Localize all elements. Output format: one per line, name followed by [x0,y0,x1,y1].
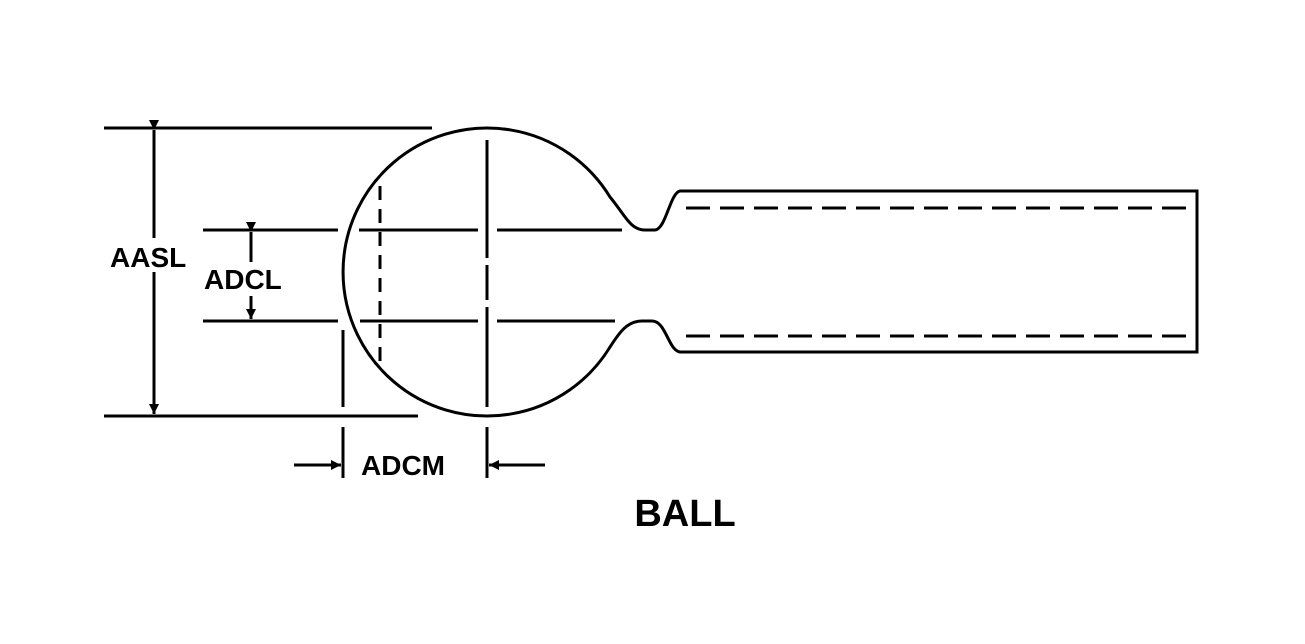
drawing-title: BALL [634,493,735,535]
adcl-label: ADCL [204,264,282,295]
ball-outline [341,126,1199,418]
adcm-label: ADCM [361,450,445,481]
aasl-label: AASL [110,242,186,273]
